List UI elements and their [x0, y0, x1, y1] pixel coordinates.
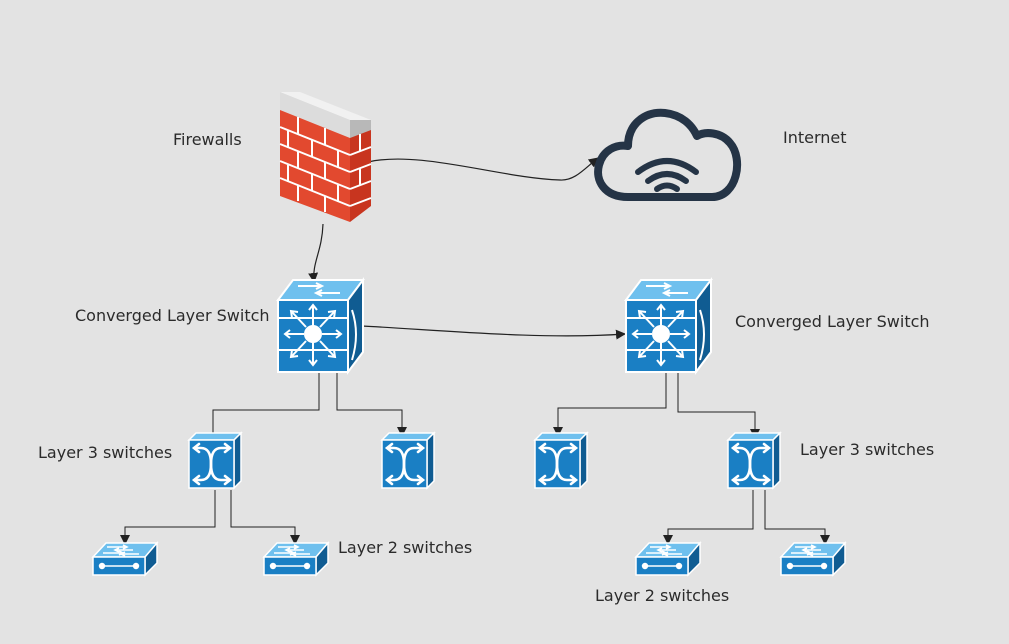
link-l3d-l2c	[663, 490, 754, 545]
layer2-switch-c-icon	[635, 542, 701, 576]
layer3-switch-d-icon	[726, 431, 782, 490]
label-layer2-right: Layer 2 switches	[595, 586, 730, 605]
layer3-switch-a-icon	[187, 431, 243, 490]
label-layer2-left: Layer 2 switches	[338, 538, 473, 557]
link-firewall-internet	[367, 157, 599, 181]
link-l3d-l2d	[764, 490, 830, 545]
link-cr-l3c	[553, 371, 667, 437]
link-cl-l3b	[336, 371, 407, 437]
layer3-switch-c-icon	[533, 431, 589, 490]
link-firewall-converged-left	[308, 223, 324, 283]
label-internet: Internet	[783, 128, 847, 147]
layer3-switch-b-icon	[380, 431, 436, 490]
converged-switch-left-icon	[277, 279, 364, 373]
label-layer3-left: Layer 3 switches	[38, 443, 173, 462]
label-converged-right: Converged Layer Switch	[735, 312, 930, 331]
layer2-switch-b-icon	[263, 542, 329, 576]
link-converged-left-right	[361, 325, 626, 340]
layer2-switch-d-icon	[780, 542, 846, 576]
link-cr-l3d	[677, 371, 760, 439]
link-l3a-l2b	[230, 490, 300, 545]
label-layer3-right: Layer 3 switches	[800, 440, 935, 459]
label-converged-left: Converged Layer Switch	[75, 306, 270, 325]
firewall-icon	[279, 92, 372, 222]
link-cl-l3a	[208, 371, 320, 445]
layer2-switch-a-icon	[92, 542, 158, 576]
link-l3a-l2a	[120, 490, 216, 545]
label-firewalls: Firewalls	[173, 130, 242, 149]
converged-switch-right-icon	[625, 279, 712, 373]
cloud-wifi-icon	[594, 108, 742, 201]
